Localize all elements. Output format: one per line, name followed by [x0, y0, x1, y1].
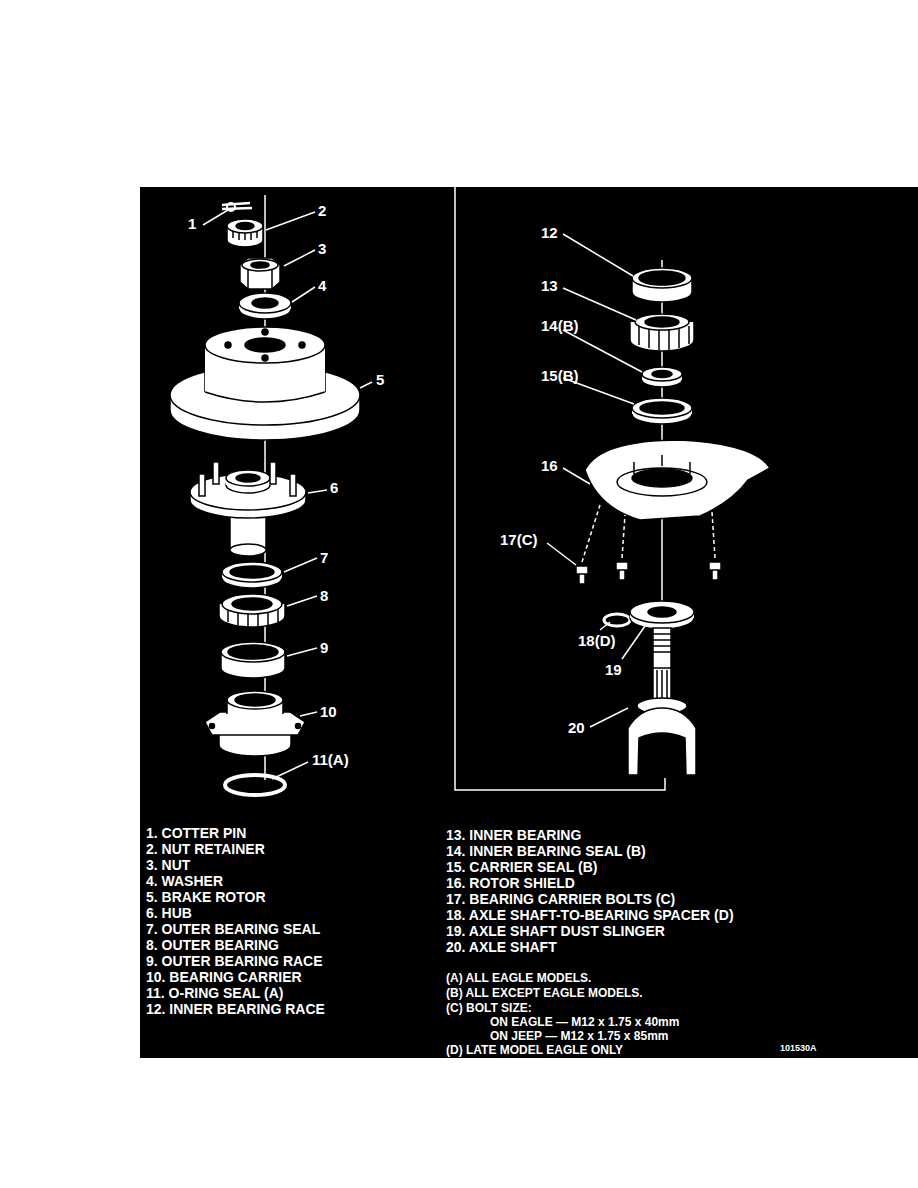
callout-number: 4: [318, 278, 326, 295]
left-parts: [170, 203, 360, 795]
callout-number: 18(D): [578, 633, 616, 650]
note-text: ON JEEP — M12 x 1.75 x 85mm: [490, 1030, 669, 1043]
part-list-item: 13. INNER BEARING: [446, 828, 581, 843]
part-list-item: 6. HUB: [146, 906, 192, 921]
part-list-item: 18. AXLE SHAFT-TO-BEARING SPACER (D): [446, 908, 734, 923]
part-list-item: 3. NUT: [146, 858, 190, 873]
part-list-item: 9. OUTER BEARING RACE: [146, 954, 323, 969]
leader-lines: [203, 210, 645, 779]
part-list-item: 4. WASHER: [146, 874, 223, 889]
part-list-item: 14. INNER BEARING SEAL (B): [446, 844, 646, 859]
part-list-item: 15. CARRIER SEAL (B): [446, 860, 597, 875]
callout-number: 11(A): [312, 752, 349, 769]
part-list-item: 20. AXLE SHAFT: [446, 940, 557, 955]
callout-number: 7: [320, 550, 328, 567]
note-text: ON EAGLE — M12 x 1.75 x 40mm: [490, 1016, 679, 1029]
part-list-item: 10. BEARING CARRIER: [146, 970, 302, 985]
part-list-item: 1. COTTER PIN: [146, 826, 246, 841]
callout-number: 17(C): [500, 532, 538, 549]
callout-number: 19: [605, 662, 622, 679]
callout-number: 2: [318, 203, 326, 220]
callout-number: 20: [568, 720, 585, 737]
callout-number: 14(B): [541, 318, 579, 335]
part-list-item: 5. BRAKE ROTOR: [146, 890, 266, 905]
note-text: (D) LATE MODEL EAGLE ONLY: [446, 1044, 623, 1057]
right-parts: [576, 268, 770, 775]
callout-number: 13: [541, 278, 558, 295]
figure-id: 101530A: [780, 1044, 817, 1054]
part-list-item: 11. O-RING SEAL (A): [146, 986, 283, 1001]
note-text: (B) ALL EXCEPT EAGLE MODELS.: [446, 987, 643, 1000]
callout-number: 8: [320, 588, 328, 605]
part-list-item: 16. ROTOR SHIELD: [446, 876, 575, 891]
part-list-item: 19. AXLE SHAFT DUST SLINGER: [446, 924, 665, 939]
callout-number: 5: [376, 372, 384, 389]
callout-number: 9: [320, 640, 328, 657]
callout-number: 1: [188, 216, 196, 233]
callout-number: 3: [318, 241, 326, 258]
note-text: (C) BOLT SIZE:: [446, 1002, 532, 1015]
part-list-item: 17. BEARING CARRIER BOLTS (C): [446, 892, 675, 907]
part-list-item: 12. INNER BEARING RACE: [146, 1002, 325, 1017]
part-list-item: 8. OUTER BEARING: [146, 938, 279, 953]
callout-number: 10: [320, 704, 337, 721]
part-list-item: 2. NUT RETAINER: [146, 842, 265, 857]
part-list-item: 7. OUTER BEARING SEAL: [146, 922, 320, 937]
callout-number: 12: [541, 225, 558, 242]
callout-number: 15(B): [541, 368, 579, 385]
note-text: (A) ALL EAGLE MODELS.: [446, 972, 591, 985]
callout-number: 6: [330, 480, 338, 497]
callout-number: 16: [541, 458, 558, 475]
black-panel: [140, 187, 918, 1058]
